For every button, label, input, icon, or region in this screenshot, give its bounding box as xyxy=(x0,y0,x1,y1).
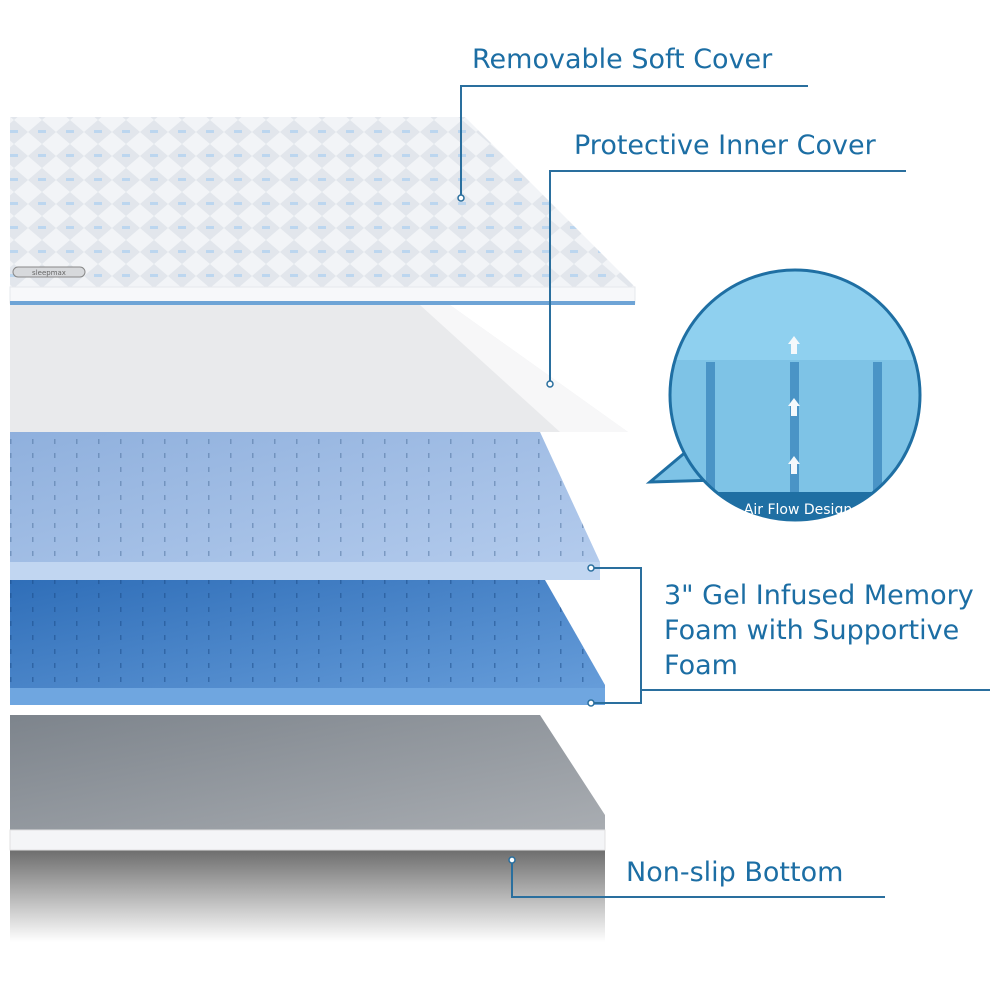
callout-dot xyxy=(508,856,516,864)
bottom-shadow xyxy=(10,850,605,942)
brand-logo: sleepmax xyxy=(12,266,86,278)
callout-dot xyxy=(587,699,595,707)
label-protective-inner-cover: Protective Inner Cover xyxy=(574,130,877,161)
inset-caption: Air Flow Design xyxy=(744,502,852,518)
svg-text:sleepmax: sleepmax xyxy=(32,269,66,277)
removable-soft-cover-layer: sleepmax xyxy=(9,117,636,305)
label-memory-foam-line-1: 3" Gel Infused Memory xyxy=(664,580,974,611)
gel-memory-foam-layer xyxy=(10,432,600,580)
airflow-arrows-icon xyxy=(788,336,800,474)
label-non-slip-bottom: Non-slip Bottom xyxy=(626,857,843,888)
callout-removable-soft-cover: Removable Soft Cover xyxy=(457,44,808,202)
callout-dot xyxy=(546,380,554,388)
label-memory-foam-line-3: Foam xyxy=(664,650,738,681)
air-flow-inset: Air Flow Design xyxy=(645,268,922,522)
label-removable-soft-cover: Removable Soft Cover xyxy=(472,44,773,75)
callout-dot xyxy=(457,194,465,202)
non-slip-bottom-layer xyxy=(9,715,606,851)
callout-memory-foam: 3" Gel Infused Memory Foam with Supporti… xyxy=(587,564,990,707)
inner-cover-fold xyxy=(420,305,628,432)
callout-protective-inner-cover: Protective Inner Cover xyxy=(546,130,906,388)
callout-non-slip-bottom: Non-slip Bottom xyxy=(508,856,885,898)
callout-dot xyxy=(587,564,595,572)
label-memory-foam-line-2: Foam with Supportive xyxy=(664,615,959,646)
supportive-foam-layer xyxy=(10,580,605,705)
